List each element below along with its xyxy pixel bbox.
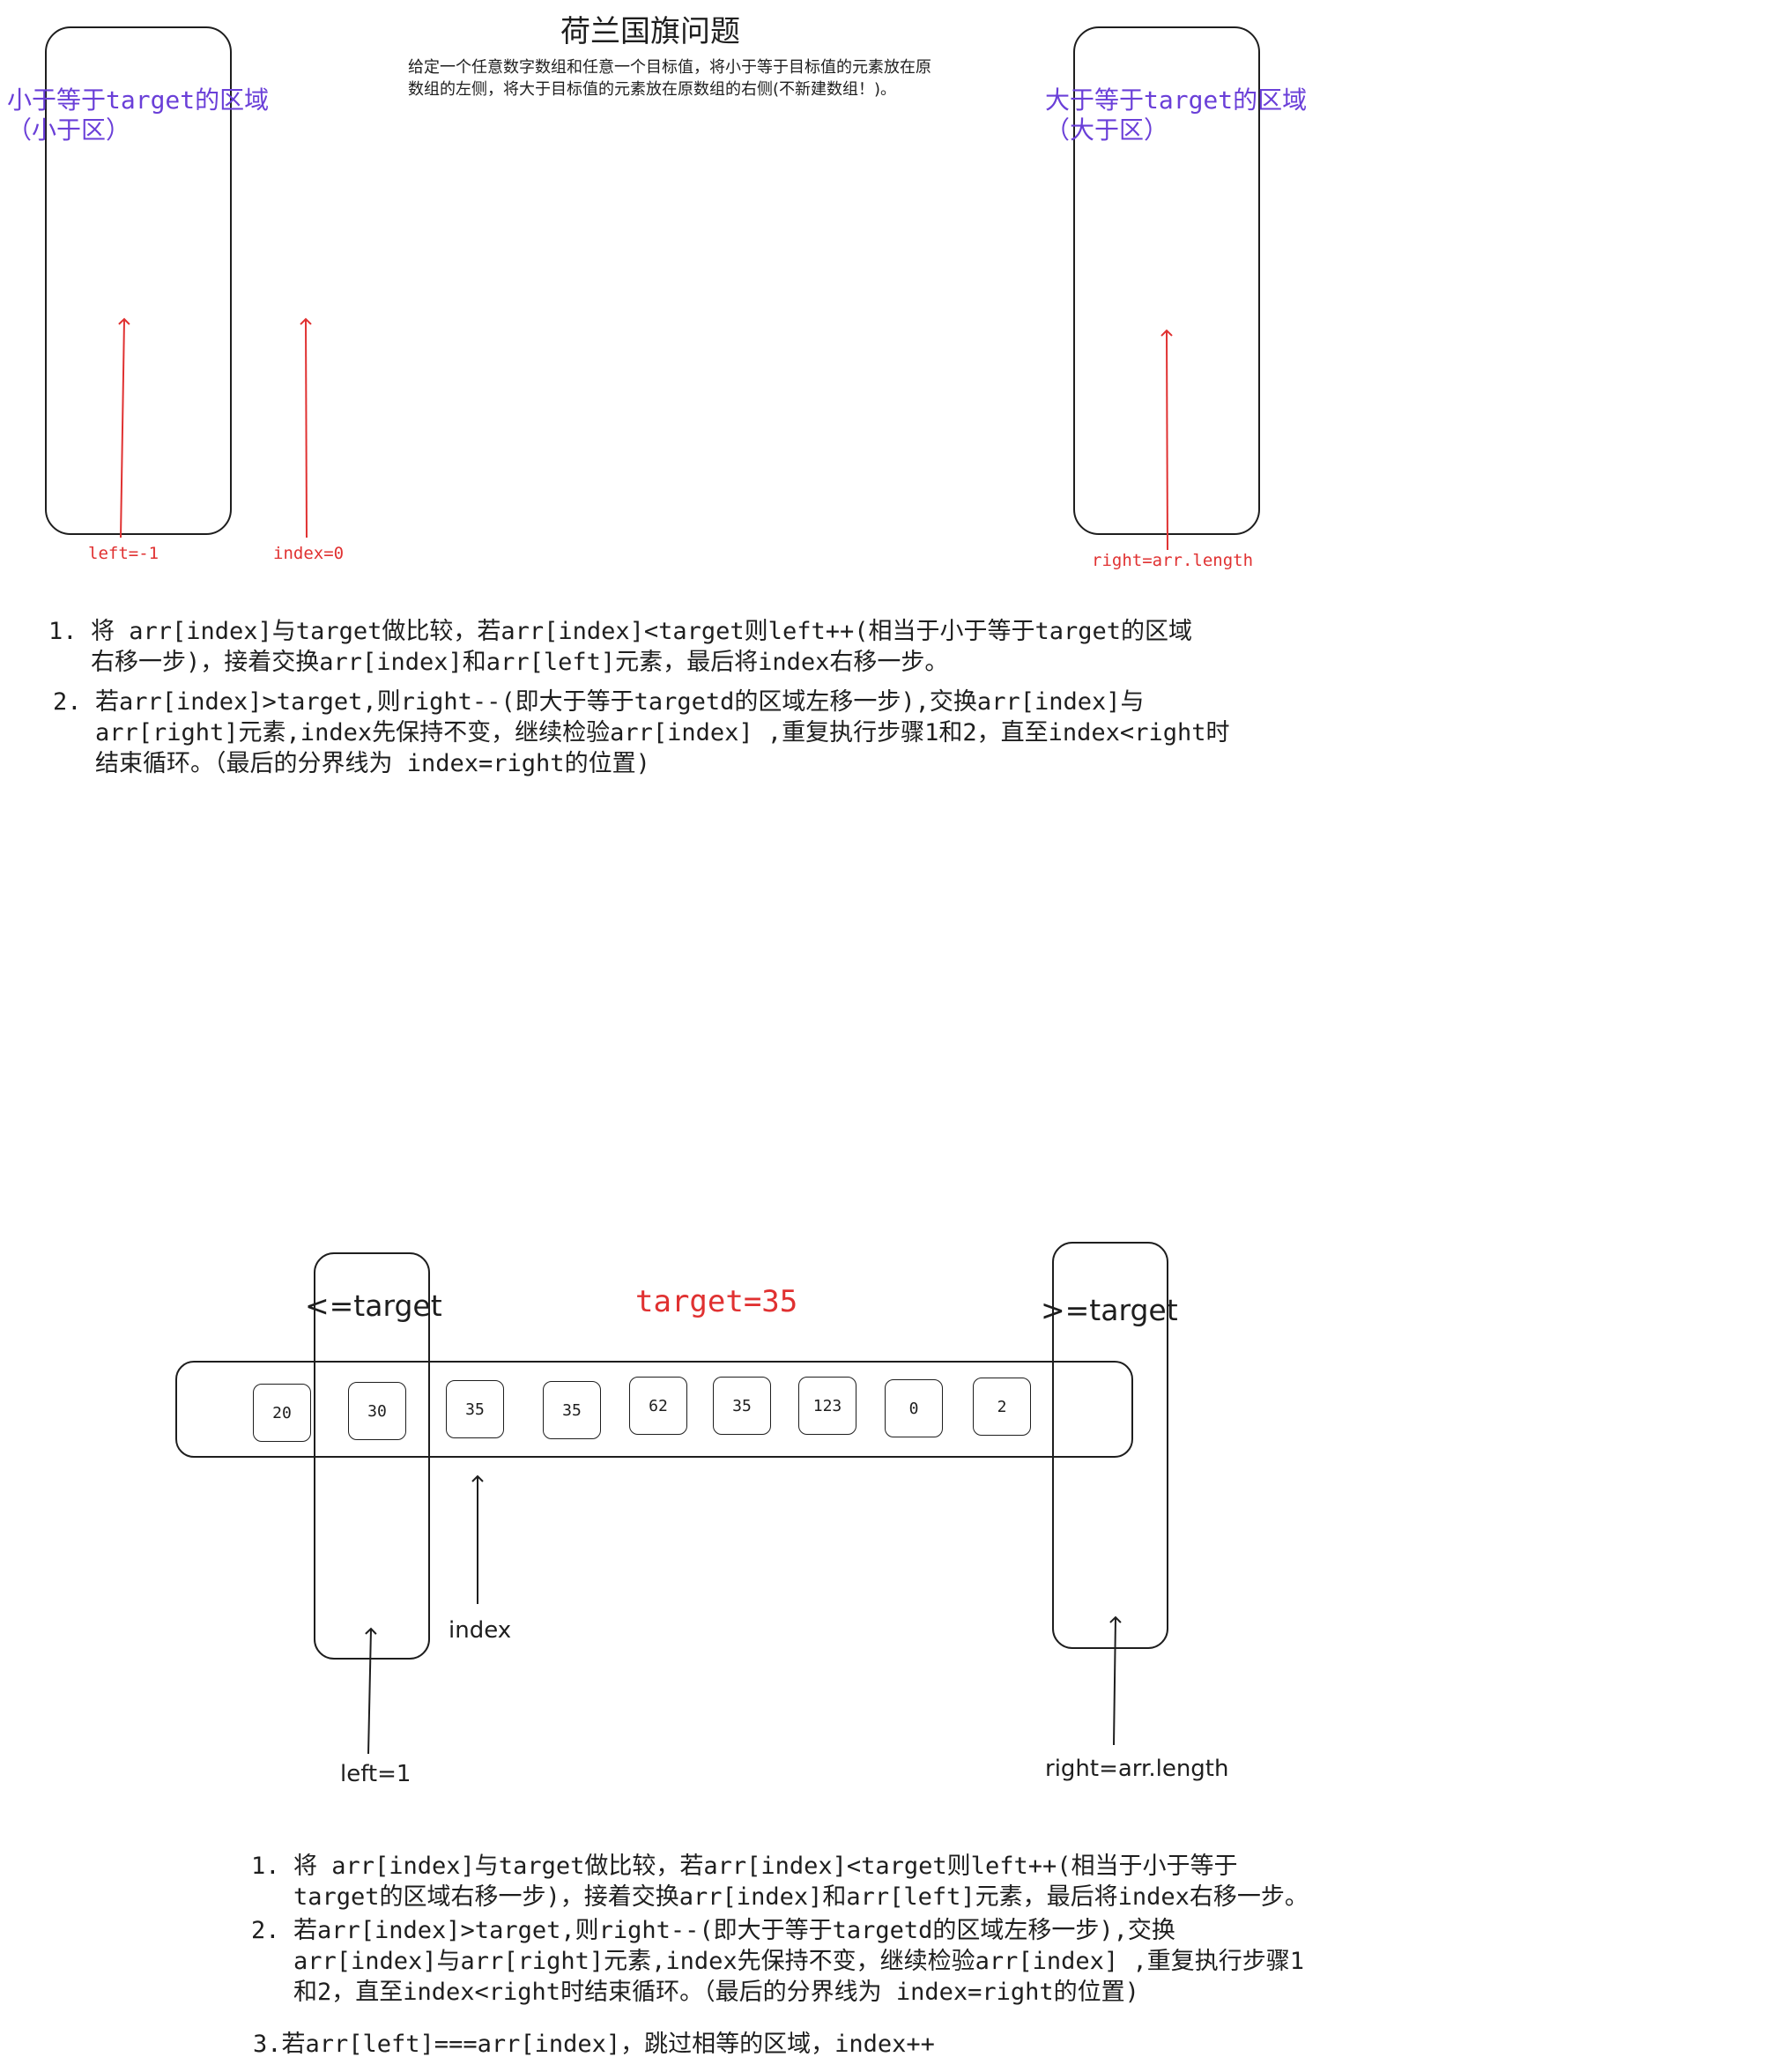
right-zone-label-line1: 大于等于target的区域: [1045, 85, 1308, 115]
right-arrow: [1109, 1615, 1122, 1746]
problem-description: 给定一个任意数字数组和任意一个目标值，将小于等于目标值的元素放在原数组的左侧，将…: [408, 58, 931, 99]
left-zone-label: 小于等于target的区域 （小于区）: [7, 85, 269, 145]
step-text: 若arr[index]>target,则right--(即大于等于targetd…: [95, 688, 1230, 777]
right-label: right=arr.length: [1045, 1756, 1229, 1782]
array-cell: 2: [973, 1378, 1031, 1436]
array-cell: 35: [446, 1380, 504, 1438]
array-container: [175, 1361, 1133, 1458]
left-region-box: [314, 1252, 430, 1660]
right-zone-label: 大于等于target的区域 （大于区）: [1045, 85, 1307, 145]
left-arrow: [365, 1627, 377, 1755]
index-pointer-label: index=0: [273, 544, 345, 563]
left-zone-box: [45, 26, 232, 535]
left-zone-label-line2: （小于区）: [7, 115, 131, 145]
array-cell: 123: [798, 1377, 856, 1435]
left-pointer-label: left=-1: [88, 544, 159, 563]
step-number: 1.: [48, 618, 78, 645]
left-label: left=1: [340, 1761, 412, 1787]
bottom-step-1: 1. 将 arr[index]与target做比较，若arr[index]<ta…: [251, 1851, 1309, 1912]
right-region-label: >=target: [1041, 1293, 1178, 1327]
page-title: 荷兰国旗问题: [560, 14, 740, 49]
array-cell: 20: [253, 1384, 311, 1442]
step-number: 1.: [251, 1853, 280, 1880]
right-pointer-label: right=arr.length: [1092, 551, 1254, 570]
right-region-box: [1052, 1242, 1168, 1649]
step-text: 将 arr[index]与target做比较，若arr[index]<targe…: [91, 618, 1193, 676]
step-number: 2.: [251, 1917, 280, 1944]
array-cell: 35: [713, 1377, 771, 1435]
step-number: 2.: [53, 688, 82, 716]
left-pointer-arrow: [118, 317, 130, 538]
right-pointer-arrow: [1160, 329, 1173, 551]
left-region-label: <=target: [305, 1289, 442, 1323]
right-zone-label-line2: （大于区）: [1045, 115, 1169, 145]
top-step-2: 2. 若arr[index]>target,则right--(即大于等于targ…: [53, 687, 1234, 779]
index-label: index: [449, 1617, 512, 1644]
array-cell: 35: [543, 1381, 601, 1439]
index-pointer-arrow: [300, 317, 312, 538]
array-cell: 30: [348, 1382, 406, 1440]
top-step-1: 1. 将 arr[index]与target做比较，若arr[index]<ta…: [48, 616, 1194, 678]
target-label: target=35: [635, 1284, 798, 1319]
step-text: 若arr[index]>target,则right--(即大于等于targetd…: [293, 1917, 1304, 2006]
array-cell: 0: [885, 1379, 943, 1437]
left-zone-label-line1: 小于等于target的区域: [7, 85, 270, 115]
bottom-step-3: 3.若arr[left]===arr[index]，跳过相等的区域，index+…: [253, 2031, 935, 2058]
array-cell: 62: [629, 1377, 687, 1435]
bottom-step-2: 2. 若arr[index]>target,则right--(即大于等于targ…: [251, 1915, 1309, 2008]
step-text: 将 arr[index]与target做比较，若arr[index]<targe…: [293, 1853, 1309, 1911]
